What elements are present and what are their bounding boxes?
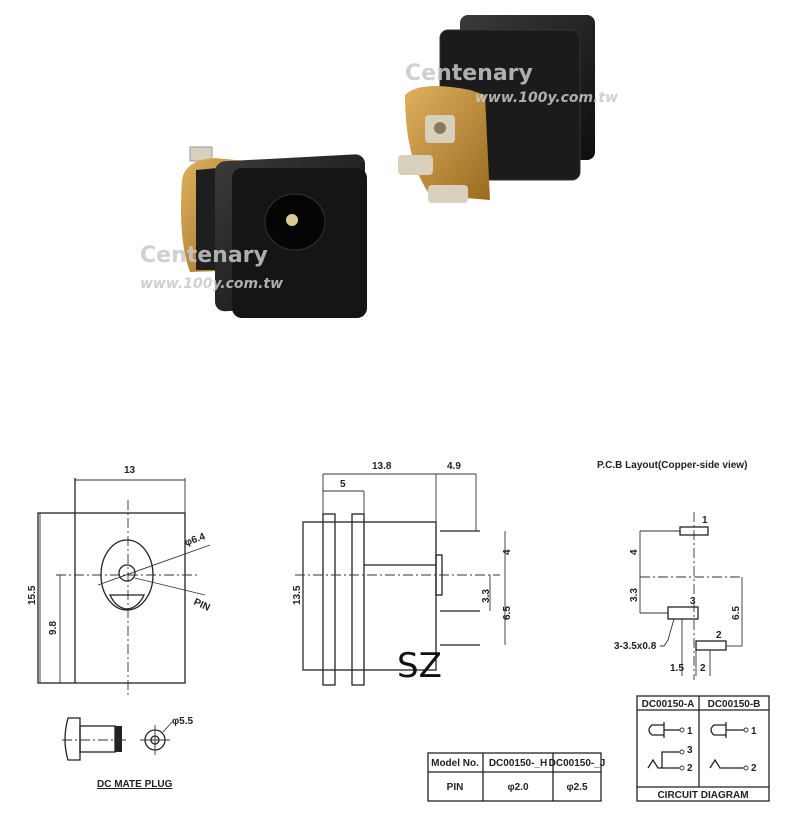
label: www.100y.com.tw [140,276,283,292]
jack-photo-front [181,146,367,318]
pcb-layout-drawing: P.C.B Layout(Copper-side view) 1 4 3.3 3… [597,460,747,680]
label: DC MATE PLUG [97,779,173,790]
label: 1 [687,726,693,737]
label: 3 [690,596,696,607]
label: DC00150-_H [489,758,547,769]
label: 3.3 [481,589,492,603]
label: 4.9 [447,461,461,472]
label: 13.8 [372,461,392,472]
watermark: Centenary www.100y.com.tw Centenary www.… [140,61,618,292]
label: 2 [751,763,757,774]
mate-plug-drawing: φ5.5 DC MATE PLUG [62,716,193,790]
label: Model No. [431,758,479,769]
label: φ2.0 [507,782,528,793]
model-table: Model No. DC00150-_H DC00150-_J PIN φ2.0… [427,752,606,802]
label: SZ [397,646,442,686]
label: PIN [447,782,464,793]
label: 1 [702,515,708,526]
label: 1.5 [670,663,684,674]
label: φ6.4 [183,531,207,549]
label: CIRCUIT DIAGRAM [657,790,748,801]
label: 4 [502,549,513,555]
label: DC00150-B [708,699,761,710]
label: 2 [687,763,693,774]
label: PIN [192,597,212,614]
label: www.100y.com.tw [475,90,618,106]
label: Centenary [405,61,533,86]
label: 13 [124,465,136,476]
label: 5 [340,479,346,490]
label: 3-3.5x0.8 [614,641,657,652]
label: 1 [751,726,757,737]
label: 6.5 [731,606,742,620]
circuit-diagram-table: DC00150-A DC00150-B 1 3 2 1 2 CIRCUIT DI… [636,695,770,802]
jack-photo-rear [398,15,595,203]
label: DC00150-A [642,699,695,710]
label: 4 [629,549,640,555]
label: Centenary [140,243,268,268]
label: 2 [716,630,722,641]
front-view-drawing: 13 15.5 9.8 φ6.4 PIN [27,465,211,697]
label: P.C.B Layout(Copper-side view) [597,460,747,471]
label: 6.5 [502,606,513,620]
label: 3 [687,745,693,756]
side-view-drawing: 13.8 4.9 5 13.5 3.3 4 6.5 SZ [292,461,513,686]
label: 15.5 [27,585,38,605]
label: 9.8 [48,621,59,635]
label: DC00150-_J [549,758,606,769]
label: φ5.5 [172,716,193,727]
label: 3.3 [629,588,640,602]
label: φ2.5 [566,782,587,793]
label: 13.5 [292,585,303,605]
label: 2 [700,663,706,674]
